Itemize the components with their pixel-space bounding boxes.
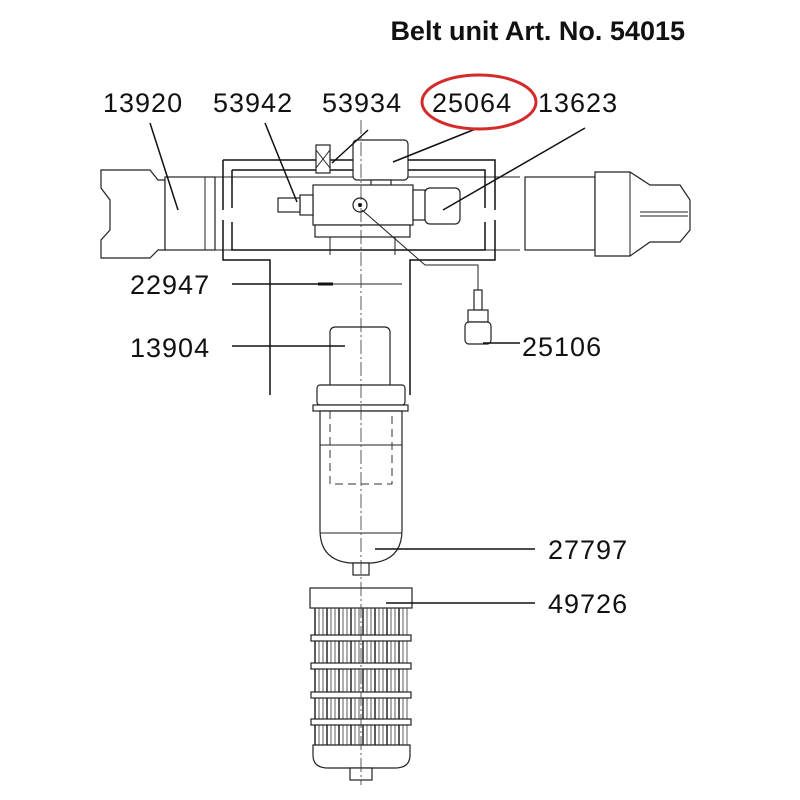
label-22947: 22947: [130, 270, 210, 300]
label-25064: 25064: [432, 88, 512, 118]
leader-lines: [149, 122, 586, 604]
label-25106: 25106: [522, 332, 602, 362]
label-49726: 49726: [548, 589, 628, 619]
label-53942: 53942: [213, 88, 293, 118]
filter-bowl: [312, 384, 409, 576]
label-13920: 13920: [103, 88, 183, 118]
label-13904: 13904: [130, 333, 210, 363]
belt-buckle-left: [100, 169, 520, 259]
valve-assembly: [277, 139, 492, 396]
highlight-circle: [420, 73, 538, 131]
label-13623: 13623: [538, 88, 618, 118]
diagram-title: Belt unit Art. No. 54015: [390, 16, 685, 46]
belt-buckle-right: [524, 171, 691, 257]
label-27797: 27797: [548, 535, 628, 565]
label-53934: 53934: [322, 88, 402, 118]
